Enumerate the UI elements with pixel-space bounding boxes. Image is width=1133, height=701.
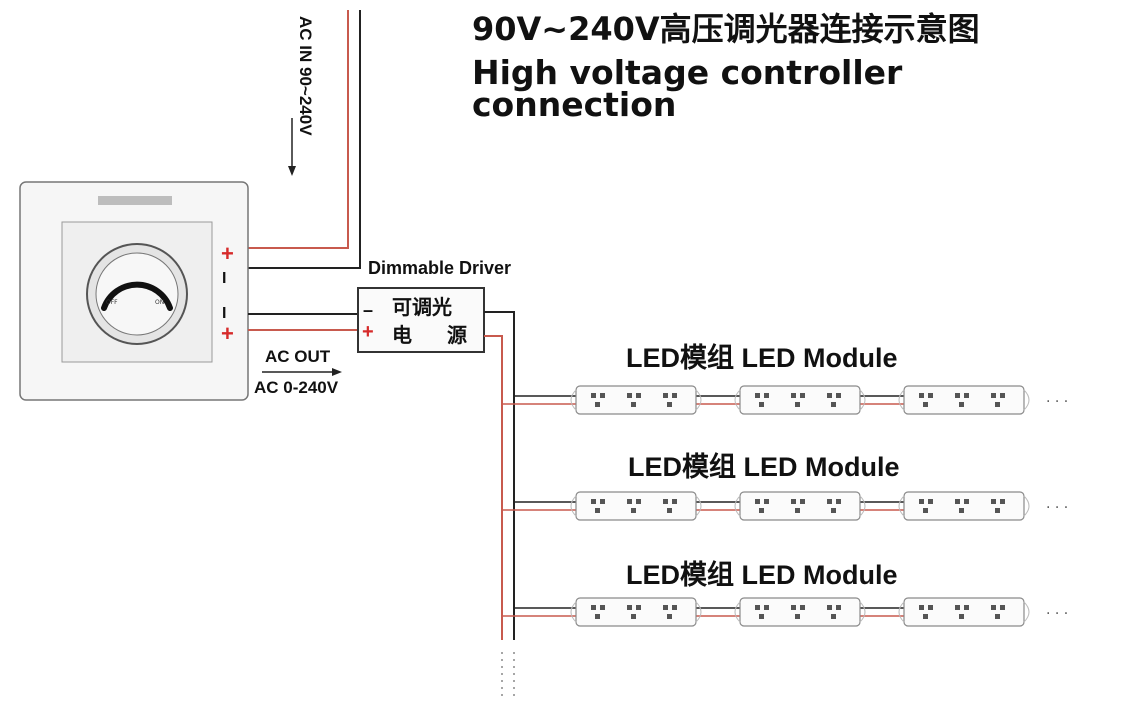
- led-chip-icon: [663, 393, 677, 407]
- led-module-label-row-2: LED模组 LED Module: [628, 451, 900, 482]
- led-chip-icon: [755, 499, 769, 513]
- led-chip-icon: [827, 605, 841, 619]
- ac-range-label: AC 0-240V: [254, 378, 339, 397]
- dimmer-to-driver-wires: [248, 313, 362, 331]
- led-chip-icon: [627, 499, 641, 513]
- led-module: [570, 385, 702, 415]
- title-english-line1: High voltage controller: [472, 53, 903, 92]
- ac-in-wires: [248, 10, 361, 269]
- led-strip-row-3: [502, 597, 1030, 627]
- led-chip-icon: [791, 605, 805, 619]
- continuation-dots-row-2: · · ·: [1046, 500, 1068, 516]
- driver-output-bus: [484, 311, 515, 700]
- dimmer-out-plus: +: [221, 321, 234, 346]
- led-chip-icon: [591, 605, 605, 619]
- led-chip-icon: [955, 605, 969, 619]
- led-chip-icon: [627, 605, 641, 619]
- led-chip-icon: [591, 499, 605, 513]
- led-module: [570, 597, 702, 627]
- led-chip-icon: [755, 605, 769, 619]
- led-chip-icon: [791, 393, 805, 407]
- ac-in-arrow-icon: [288, 118, 296, 176]
- dimmer-in-minus: I: [222, 270, 226, 287]
- led-module: [734, 491, 866, 521]
- led-module: [734, 597, 866, 627]
- led-chip-icon: [627, 393, 641, 407]
- driver-plus: +: [362, 321, 374, 343]
- continuation-dots-row-3: · · ·: [1046, 606, 1068, 622]
- driver-cn-bottom-1: 电: [392, 324, 412, 347]
- led-strip-row-1: [502, 385, 1030, 415]
- ac-out-arrow-icon: [262, 368, 342, 376]
- led-module: [898, 385, 1030, 415]
- led-chip-icon: [755, 393, 769, 407]
- driver-cn-top: 可调光: [392, 296, 452, 319]
- knob-off-label: OFF: [106, 299, 118, 306]
- led-module: [898, 597, 1030, 627]
- led-chip-icon: [955, 499, 969, 513]
- led-module-label-row-1: LED模组 LED Module: [626, 342, 898, 373]
- title-chinese: 90V~240V高压调光器连接示意图: [472, 10, 980, 48]
- ac-in-label: AC IN 90~240V: [296, 16, 315, 136]
- dimmable-driver-box: [357, 287, 485, 353]
- dimmer-in-plus: +: [221, 241, 234, 266]
- led-chip-icon: [919, 605, 933, 619]
- dimmable-driver-label: Dimmable Driver: [368, 258, 511, 278]
- continuation-dots-row-1: · · ·: [1046, 394, 1068, 410]
- led-module-label-row-3: LED模组 LED Module: [626, 559, 898, 590]
- led-chip-icon: [991, 605, 1005, 619]
- led-chip-icon: [591, 393, 605, 407]
- led-strip-row-2: [502, 491, 1030, 521]
- led-chip-icon: [827, 393, 841, 407]
- led-chip-icon: [663, 499, 677, 513]
- knob-on-label: ON: [155, 299, 164, 306]
- ac-out-label: AC OUT: [265, 347, 331, 366]
- led-chip-icon: [991, 499, 1005, 513]
- dimmer-out-minus: I: [222, 305, 226, 322]
- led-chip-icon: [955, 393, 969, 407]
- led-chip-icon: [991, 393, 1005, 407]
- led-module: [570, 491, 702, 521]
- driver-minus: –: [363, 300, 373, 320]
- led-chip-icon: [919, 499, 933, 513]
- led-chip-icon: [919, 393, 933, 407]
- led-chip-icon: [827, 499, 841, 513]
- led-module: [898, 491, 1030, 521]
- led-chip-icon: [663, 605, 677, 619]
- dimmer-knob-icon: [86, 243, 188, 345]
- led-chip-icon: [791, 499, 805, 513]
- title-english-line2: connection: [472, 85, 676, 124]
- led-module: [734, 385, 866, 415]
- driver-cn-bottom-2: 源: [447, 324, 467, 347]
